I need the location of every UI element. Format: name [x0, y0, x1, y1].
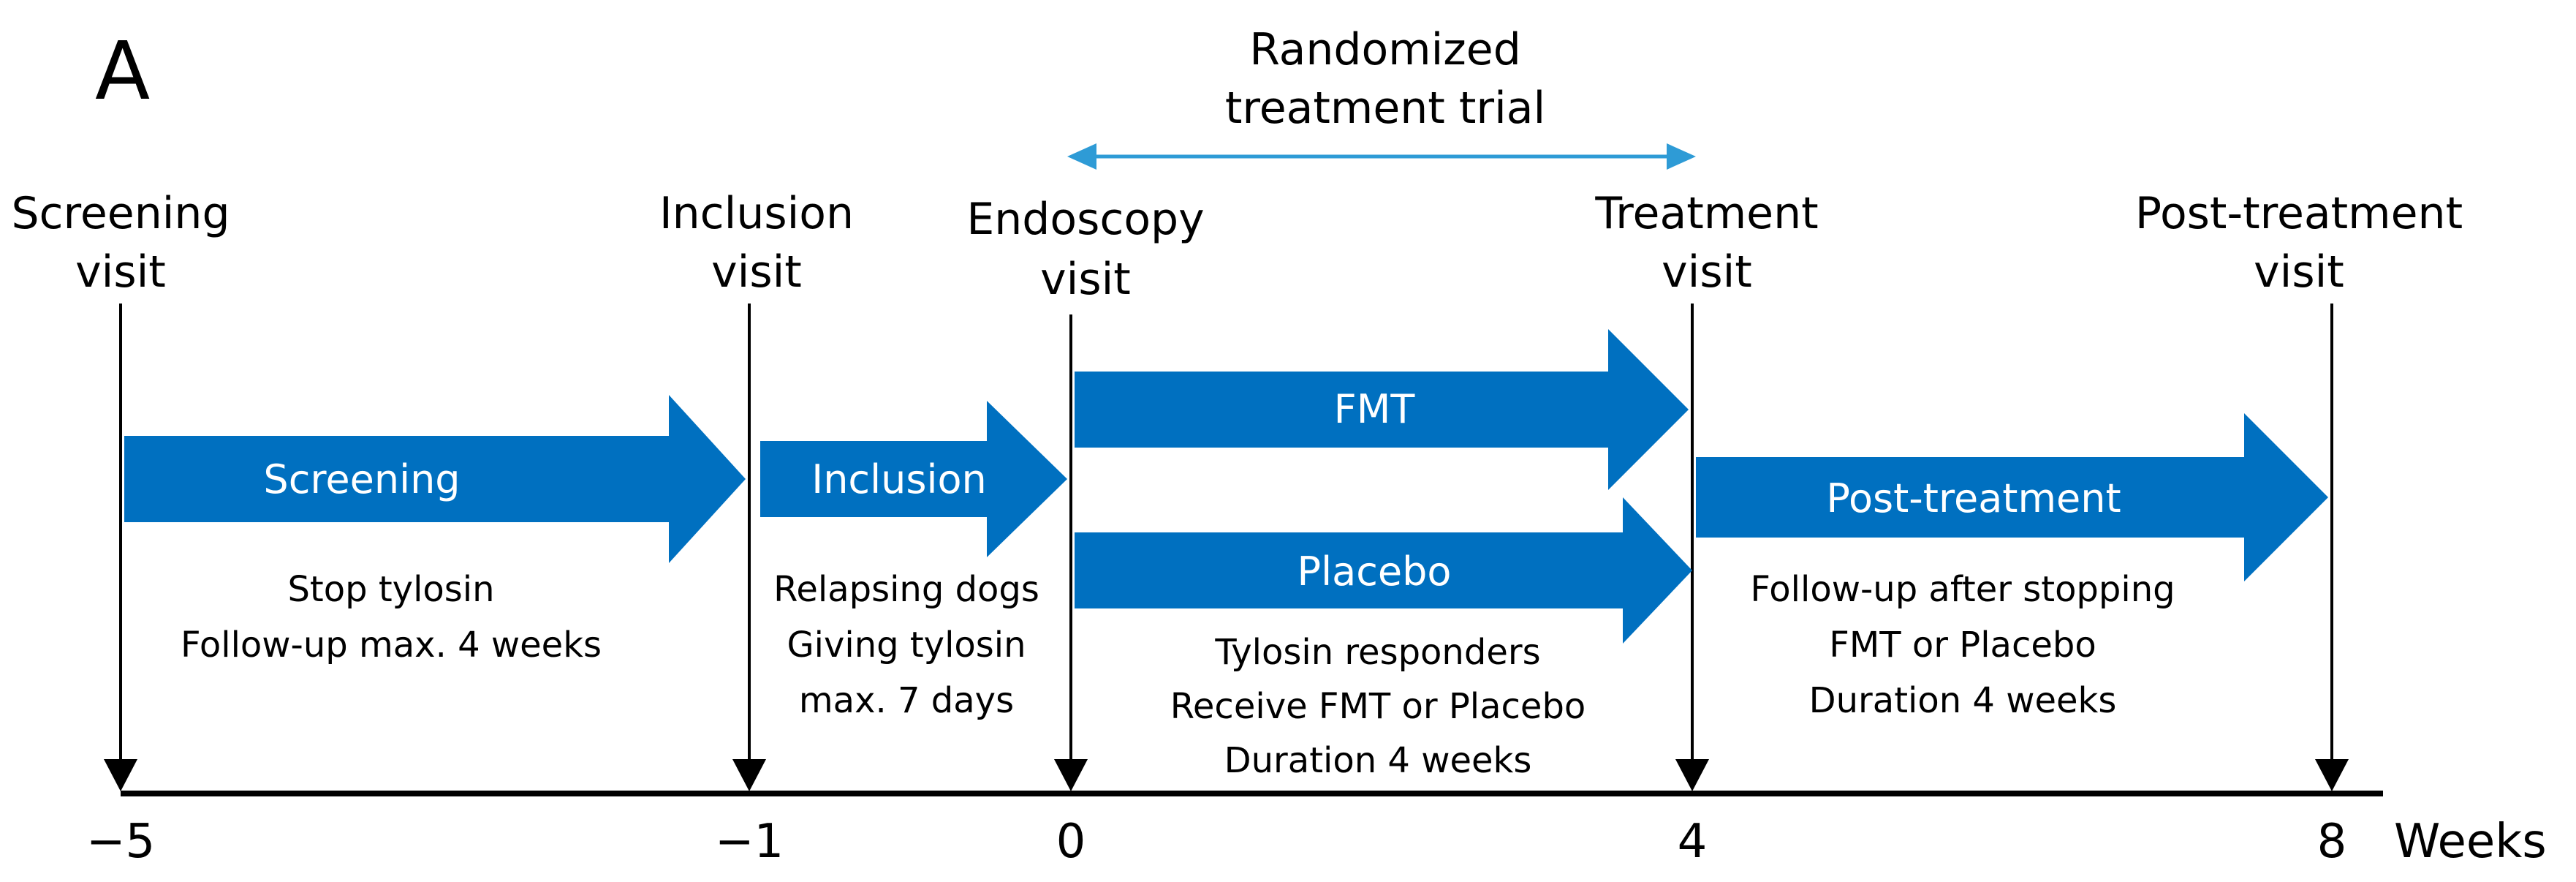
- tick-label-8: 8: [2317, 815, 2347, 869]
- panel-label: A: [95, 24, 150, 118]
- phase-arrow-fmt: [1075, 329, 1689, 490]
- visit-inclusion-line-2: visit: [711, 246, 802, 298]
- visit-screening-line-2: visit: [75, 246, 166, 298]
- visit-line-endoscopy: [1054, 314, 1088, 791]
- screening-note-2: Follow-up max. 4 weeks: [181, 625, 602, 666]
- inclusion-note-2: Giving tylosin: [787, 625, 1026, 666]
- phase-arrow-post-treatment: [1696, 413, 2328, 581]
- visit-post-treatment-line-1: Post-treatment: [2135, 188, 2463, 239]
- axis-unit-label: Weeks: [2394, 815, 2547, 869]
- post-treatment-note-1: Follow-up after stopping: [1750, 569, 2175, 610]
- visit-line-treatment: [1675, 304, 1709, 791]
- visit-inclusion-line-1: Inclusion: [659, 188, 854, 239]
- phase-label-post-treatment: Post-treatment: [1826, 475, 2121, 521]
- placebo-note-1: Tylosin responders: [1214, 632, 1540, 673]
- visit-post-treatment-line-2: visit: [2254, 246, 2344, 298]
- visit-line-screening: [104, 304, 137, 791]
- post-treatment-note-3: Duration 4 weeks: [1809, 680, 2117, 721]
- phase-arrow-inclusion: [760, 401, 1067, 557]
- visit-endoscopy-line-1: Endoscopy: [966, 194, 1204, 245]
- visit-endoscopy-line-2: visit: [1040, 254, 1131, 305]
- trial-span-label-line-1: Randomized: [1249, 24, 1521, 75]
- placebo-note-2: Receive FMT or Placebo: [1170, 686, 1586, 727]
- placebo-note-3: Duration 4 weeks: [1224, 740, 1532, 781]
- phase-label-fmt: FMT: [1334, 386, 1416, 432]
- trial-span-label-line-2: treatment trial: [1225, 83, 1545, 134]
- visit-line-inclusion: [732, 304, 766, 791]
- trial-span-arrow: [1067, 143, 1696, 170]
- visit-treatment-line-1: Treatment: [1594, 188, 1818, 239]
- visit-treatment-line-2: visit: [1662, 246, 1752, 298]
- tick-label-4: 4: [1678, 815, 1708, 869]
- tick-label-minus-1: −1: [715, 815, 784, 869]
- screening-note-1: Stop tylosin: [287, 569, 494, 610]
- phase-arrow-screening: [124, 395, 746, 563]
- phase-label-placebo: Placebo: [1298, 549, 1452, 595]
- phase-label-inclusion: Inclusion: [811, 456, 986, 502]
- tick-label-minus-5: −5: [86, 815, 155, 869]
- visit-screening-line-1: Screening: [11, 188, 230, 239]
- phase-label-screening: Screening: [263, 456, 460, 502]
- phase-arrow-placebo: [1075, 497, 1692, 644]
- visit-line-post-treatment: [2315, 304, 2349, 791]
- inclusion-note-3: max. 7 days: [799, 680, 1014, 721]
- post-treatment-note-2: FMT or Placebo: [1829, 625, 2096, 666]
- inclusion-note-1: Relapsing dogs: [773, 569, 1039, 610]
- tick-label-0: 0: [1056, 815, 1086, 869]
